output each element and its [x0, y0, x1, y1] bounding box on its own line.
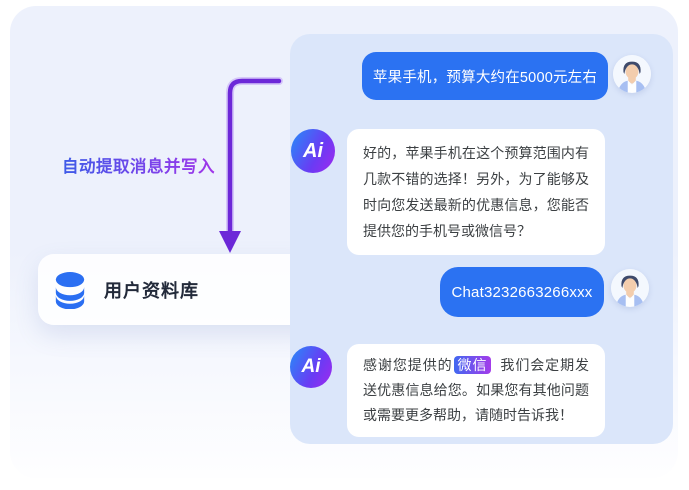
message-text-after: 我们会定期发送优惠信息给您。如果您有其他问题或需要更多帮助，请随时告诉我！ — [363, 357, 590, 423]
flow-arrow — [219, 77, 283, 253]
user-avatar — [613, 55, 651, 93]
flow-label: 自动提取消息并写入 — [62, 153, 215, 177]
ai-logo: Ai — [301, 356, 321, 377]
database-label: 用户资料库 — [104, 280, 199, 301]
chat-panel: 苹果手机，预算大约在5000元左右 Ai 好的，苹果手机在这个预算范围内有几款不… — [290, 34, 673, 444]
message-text-before: 感谢您提供的 — [363, 357, 453, 373]
ai-logo: Ai — [303, 139, 323, 162]
chat-message-user: Chat3232663266xxx — [440, 267, 604, 317]
wechat-highlight: 微信 — [453, 356, 492, 374]
database-node: 用户资料库 — [38, 254, 322, 325]
chat-message-ai: 感谢您提供的微信我们会定期发送优惠信息给您。如果您有其他问题或需要更多帮助，请随… — [347, 344, 605, 437]
chat-message-ai: 好的，苹果手机在这个预算范围内有几款不错的选择！另外，为了能够及时向您发送最新的… — [347, 129, 605, 255]
illustration-card: 自动提取消息并写入 用户资料库 苹果手机，预算大约在5000元左右 — [10, 6, 678, 478]
user-avatar — [611, 269, 649, 307]
ai-avatar: Ai — [290, 346, 332, 388]
person-icon — [613, 55, 651, 93]
arrow-halo — [226, 77, 283, 234]
ai-avatar: Ai — [291, 129, 335, 173]
arrow-line — [227, 78, 282, 234]
chat-message-user: 苹果手机，预算大约在5000元左右 — [362, 52, 608, 100]
person-icon — [611, 269, 649, 307]
database-icon — [55, 271, 85, 309]
arrow-head — [219, 231, 241, 253]
